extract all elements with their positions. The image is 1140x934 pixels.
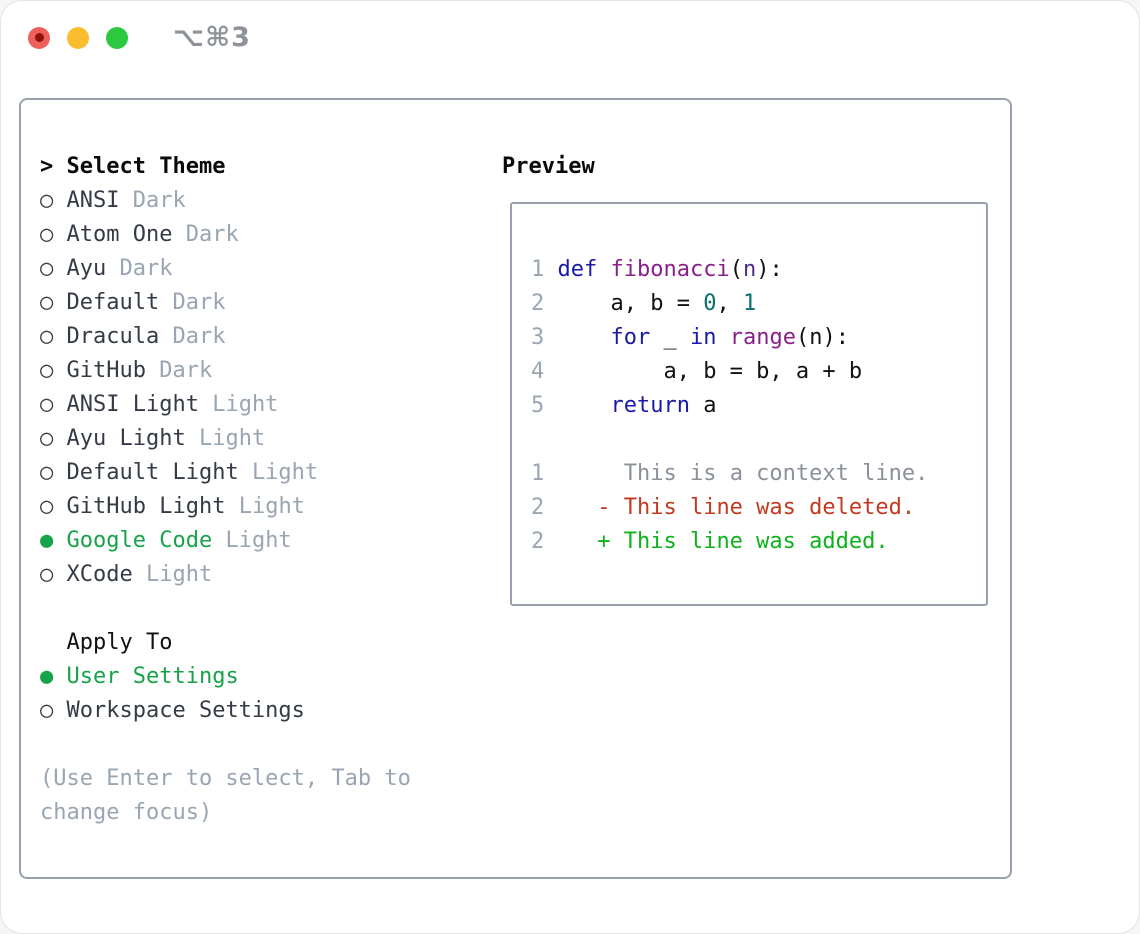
radio-unselected-icon: ○ (40, 188, 54, 213)
close-button[interactable] (28, 26, 50, 49)
radio-unselected-icon: ○ (40, 358, 54, 383)
code-line: 4 a, b = b, a + b (531, 359, 863, 384)
radio-unselected-icon: ○ (40, 222, 54, 247)
variant-badge: Light (251, 460, 319, 485)
code-line (531, 423, 986, 457)
theme-option-default-light[interactable]: ○ Default Light Light (40, 456, 470, 490)
zoom-button[interactable] (106, 26, 128, 49)
code-line: 3 for _ in range(n): (531, 325, 849, 350)
radio-unselected-icon: ○ (40, 290, 54, 315)
radio-unselected-icon: ○ (40, 562, 54, 587)
apply-option-user-settings[interactable]: ● User Settings (40, 660, 470, 694)
titlebar: ⌥⌘3 (0, 0, 1140, 75)
theme-option-ansi-light[interactable]: ○ ANSI Light Light (40, 388, 470, 422)
help-text: (Use Enter to select, Tab to change focu… (40, 766, 411, 825)
theme-option-google-code[interactable]: ● Google Code Light (40, 524, 470, 558)
apply-option-workspace-settings[interactable]: ○ Workspace Settings (40, 694, 470, 728)
option-label: GitHub (66, 358, 146, 383)
option-label: Atom One (66, 222, 173, 247)
theme-option-ansi[interactable]: ○ ANSI Dark (40, 184, 470, 218)
variant-badge: Light (212, 392, 279, 417)
variant-badge: Dark (185, 222, 239, 247)
variant-badge: Dark (159, 358, 213, 383)
radio-unselected-icon: ○ (40, 324, 54, 349)
select-theme-header: > Select Theme (40, 150, 470, 184)
option-label: XCode (66, 562, 133, 587)
code-line: 5 return a (531, 393, 717, 418)
preview-title: Preview (502, 154, 595, 179)
variant-badge: Dark (172, 290, 226, 315)
option-label: ANSI Light (66, 392, 199, 417)
variant-badge: Dark (119, 256, 173, 281)
variant-badge: Light (238, 494, 305, 519)
option-label: Workspace Settings (66, 698, 305, 723)
variant-badge: Dark (132, 188, 186, 213)
variant-badge: Light (225, 528, 292, 553)
radio-selected-icon: ● (40, 664, 54, 689)
option-label: Default Light (66, 460, 239, 485)
radio-unselected-icon: ○ (40, 494, 54, 519)
variant-badge: Dark (172, 324, 226, 349)
radio-unselected-icon: ○ (40, 460, 54, 485)
radio-unselected-icon: ○ (40, 256, 54, 281)
option-label: Ayu Light (66, 426, 186, 451)
spacer (40, 592, 470, 626)
radio-unselected-icon: ○ (40, 392, 54, 417)
option-label: ANSI (66, 188, 120, 213)
variant-badge: Light (198, 426, 266, 451)
cursor-prefix-icon: > (40, 154, 54, 179)
theme-option-github-light[interactable]: ○ GitHub Light Light (40, 490, 470, 524)
option-label: Dracula (66, 324, 160, 349)
theme-option-default[interactable]: ○ Default Dark (40, 286, 470, 320)
code-line: 2 + This line was added. (531, 529, 889, 554)
minimize-button[interactable] (67, 26, 89, 49)
option-label: Ayu (66, 256, 107, 281)
code-line: 2 - This line was deleted. (531, 495, 916, 520)
apply-to-header: Apply To (66, 630, 173, 655)
theme-selector-panel: > Select Theme ○ ANSI Dark○ Atom One Dar… (19, 98, 1012, 879)
option-label: User Settings (66, 664, 239, 689)
radio-selected-icon: ● (40, 528, 54, 553)
theme-option-ayu-light[interactable]: ○ Ayu Light Light (40, 422, 470, 456)
code-preview: 1 def fibonacci(n): 2 a, b = 0, 1 3 for _ … (512, 204, 986, 559)
code-line: 2 a, b = 0, 1 (531, 291, 757, 316)
option-label: Google Code (66, 528, 213, 553)
option-label: Default (66, 290, 160, 315)
variant-badge: Light (145, 562, 213, 587)
preview-box: 1 def fibonacci(n): 2 a, b = 0, 1 3 for _ … (510, 202, 988, 606)
theme-option-xcode[interactable]: ○ XCode Light (40, 558, 470, 592)
theme-option-dracula[interactable]: ○ Dracula Dark (40, 320, 470, 354)
theme-option-ayu[interactable]: ○ Ayu Dark (40, 252, 470, 286)
select-theme-title: Select Theme (66, 154, 226, 179)
code-line: 1 def fibonacci(n): (531, 257, 783, 282)
spacer (40, 728, 470, 762)
code-line: 1 This is a context line. (531, 461, 929, 486)
option-label: GitHub Light (66, 494, 226, 519)
theme-list: > Select Theme ○ ANSI Dark○ Atom One Dar… (40, 150, 470, 830)
theme-option-github[interactable]: ○ GitHub Dark (40, 354, 470, 388)
radio-unselected-icon: ○ (40, 698, 54, 723)
window-title: ⌥⌘3 (173, 22, 251, 53)
radio-unselected-icon: ○ (40, 426, 54, 451)
theme-option-atom-one[interactable]: ○ Atom One Dark (40, 218, 470, 252)
